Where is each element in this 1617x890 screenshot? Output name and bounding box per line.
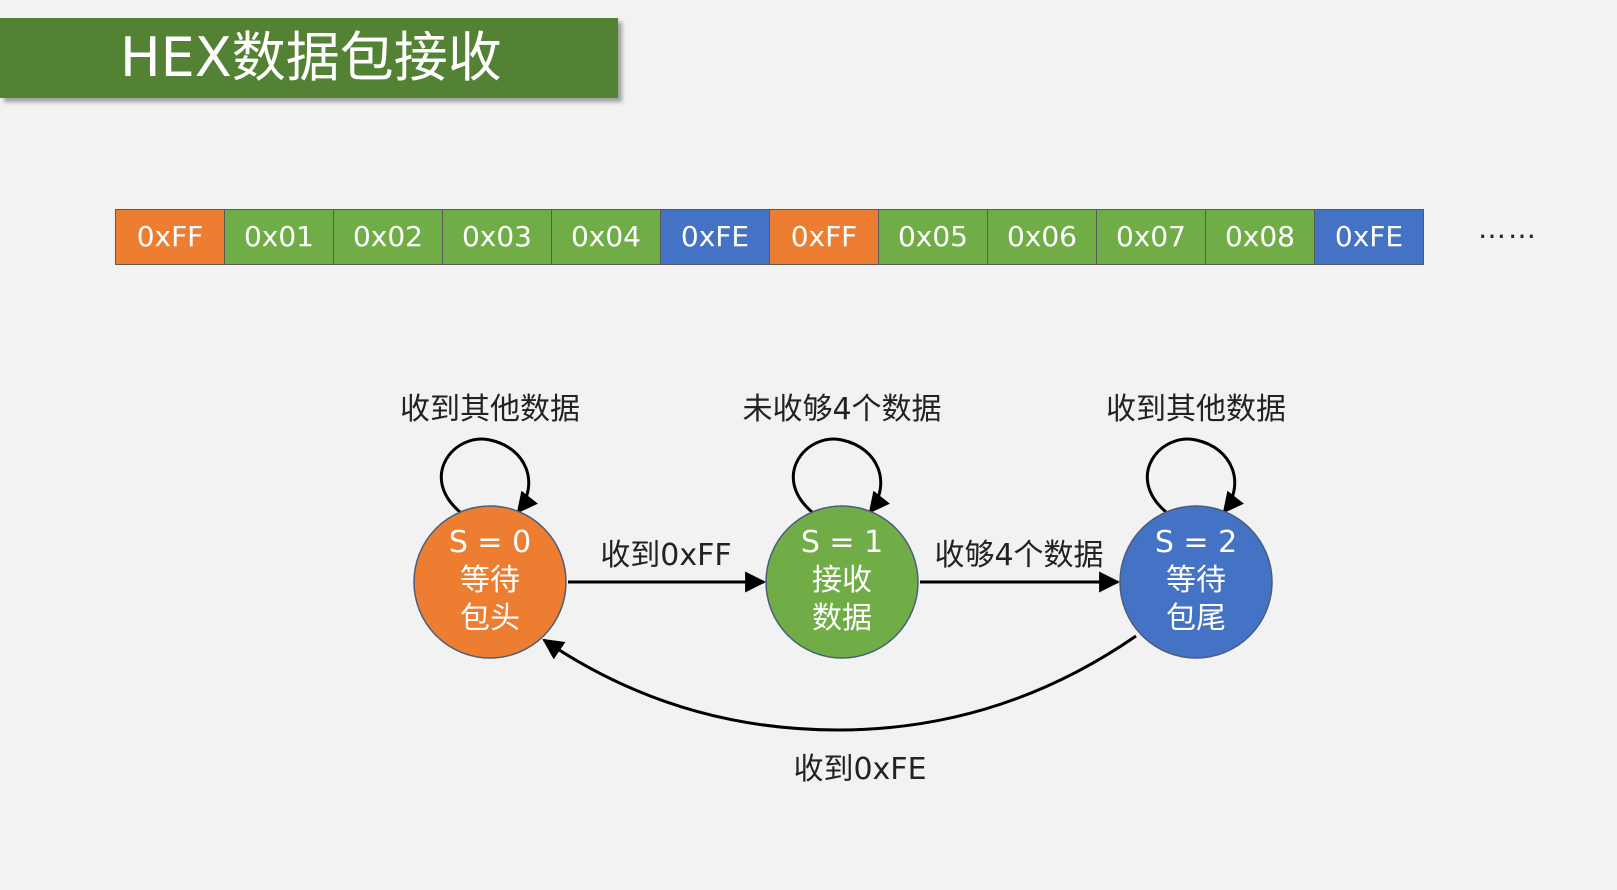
byte-cell-header: 0xFF: [115, 209, 225, 265]
title-banner: HEX数据包接收: [0, 18, 618, 98]
ellipsis: ……: [1478, 212, 1538, 245]
state-s2-label: S = 2 等待 包尾: [1121, 524, 1271, 638]
state-s1-id: S = 1: [800, 525, 884, 560]
state-s2-circle: [1119, 505, 1273, 659]
state-s0-text-2: 包头: [460, 601, 520, 636]
byte-cell-data: 0x05: [878, 209, 988, 265]
self-loop-s2-label: 收到其他数据: [1106, 392, 1286, 427]
self-loop-s1: [791, 437, 890, 514]
state-s1-text-1: 接收: [812, 563, 872, 598]
state-s2-text-1: 等待: [1166, 563, 1226, 598]
self-loop-s0-label: 收到其他数据: [400, 392, 580, 427]
byte-cell-data: 0x02: [333, 209, 443, 265]
self-loop-s0: [439, 437, 538, 514]
byte-cell-data: 0x08: [1205, 209, 1315, 265]
byte-cell-data: 0x03: [442, 209, 552, 265]
byte-cell-tail: 0xFE: [660, 209, 770, 265]
state-s0-circle: [413, 505, 567, 659]
byte-cell-data: 0x07: [1096, 209, 1206, 265]
byte-cell-tail: 0xFE: [1314, 209, 1424, 265]
transition-s1-s2-label: 收够4个数据: [934, 538, 1104, 573]
page-title: HEX数据包接收: [120, 26, 502, 89]
state-s1-text-2: 数据: [812, 601, 872, 636]
state-s2-id: S = 2: [1154, 525, 1238, 560]
arrow-s2-to-s0: [542, 634, 1137, 732]
state-s0-id: S = 0: [448, 525, 532, 560]
state-s1-label: S = 1 接收 数据: [767, 524, 917, 638]
state-s2-text-2: 包尾: [1166, 601, 1226, 636]
state-s1-circle: [765, 505, 919, 659]
transition-s2-s0-label: 收到0xFE: [793, 752, 927, 787]
self-loop-s1-label: 未收够4个数据: [742, 392, 942, 427]
byte-cell-header: 0xFF: [769, 209, 879, 265]
state-s0-text-1: 等待: [460, 563, 520, 598]
byte-cell-data: 0x01: [224, 209, 334, 265]
state-s0-label: S = 0 等待 包头: [415, 524, 565, 638]
transition-s0-s1-label: 收到0xFF: [600, 538, 732, 573]
self-loop-s2: [1145, 437, 1244, 514]
